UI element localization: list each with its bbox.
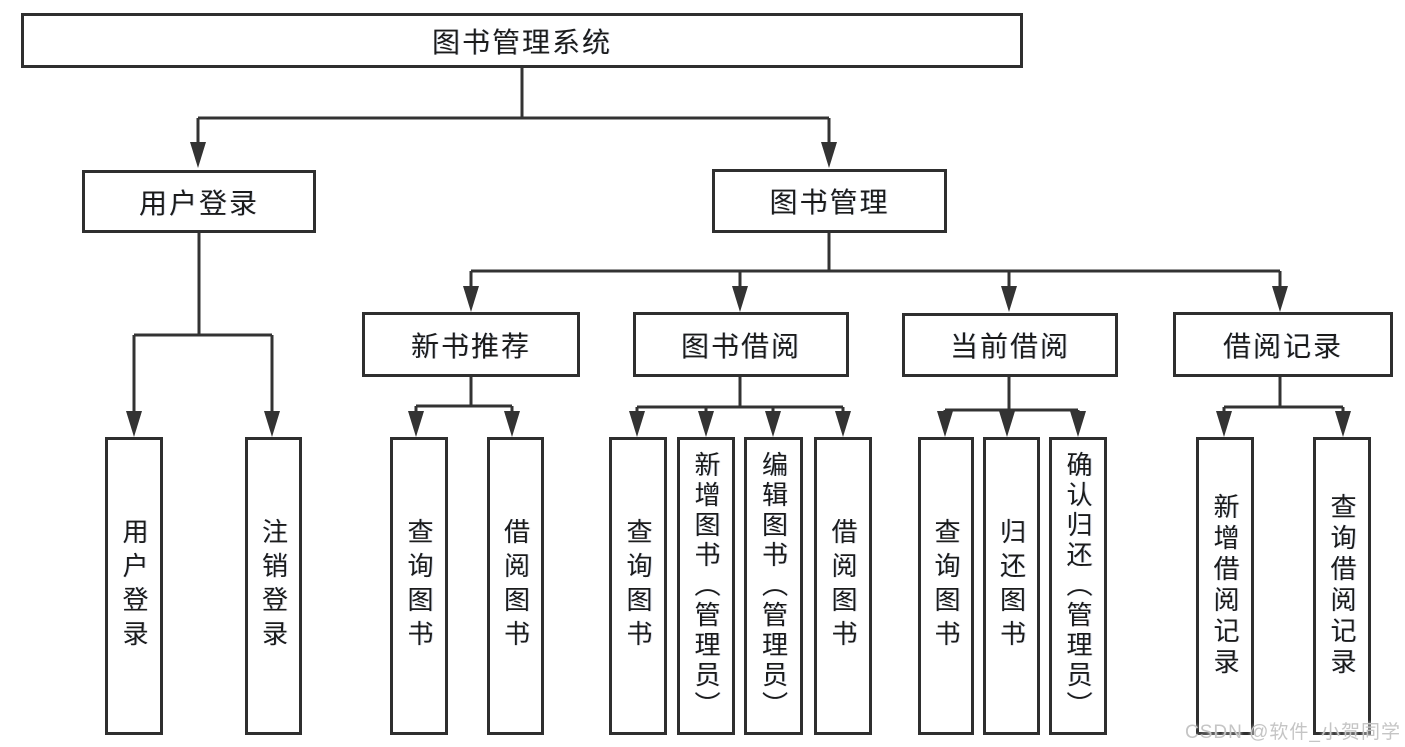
leaf-add-books-admin-label: 新增图书（管理员） [691, 451, 721, 721]
node-book-management-label: 图书管理 [769, 187, 890, 218]
leaf-edit-books-admin-label: 编辑图书（管理员） [758, 451, 789, 721]
leaf-edit-books-admin: 编辑图书（管理员） [744, 437, 803, 735]
node-current-borrowing: 当前借阅 [902, 313, 1118, 377]
leaf-query-books-recommend-label: 查询图书 [404, 518, 434, 654]
node-new-book-recommend-label: 新书推荐 [410, 330, 531, 362]
node-user-login: 用户登录 [82, 170, 316, 233]
arrowheads [126, 142, 1351, 437]
leaf-query-books-borrowing-label: 查询图书 [623, 518, 653, 654]
node-book-management: 图书管理 [712, 169, 947, 233]
leaf-confirm-return-admin-label: 确认归还（管理员） [1063, 451, 1093, 721]
leaf-borrow-books-label: 借阅图书 [828, 518, 858, 654]
csdn-watermark: CSDN @软件_小贺同学 [1185, 722, 1401, 743]
leaf-add-books-admin: 新增图书（管理员） [677, 437, 735, 735]
node-new-book-recommend: 新书推荐 [362, 312, 580, 377]
leaf-add-borrow-record: 新增借阅记录 [1196, 437, 1254, 735]
leaf-query-borrow-record: 查询借阅记录 [1313, 437, 1371, 735]
leaf-borrow-books: 借阅图书 [814, 437, 872, 735]
leaf-query-books-borrowing: 查询图书 [609, 437, 667, 735]
leaf-query-books-current: 查询图书 [918, 437, 974, 735]
leaf-borrow-books-recommend: 借阅图书 [487, 437, 544, 735]
node-borrowing-records: 借阅记录 [1173, 312, 1393, 377]
node-current-borrowing-label: 当前借阅 [949, 331, 1070, 362]
leaf-logout-label: 注销登录 [258, 518, 289, 654]
node-user-login-label: 用户登录 [138, 187, 259, 219]
node-library-system-label: 图书管理系统 [431, 26, 612, 58]
node-borrowing-records-label: 借阅记录 [1222, 330, 1343, 362]
leaf-query-borrow-record-label: 查询借阅记录 [1327, 493, 1357, 679]
node-book-borrowing: 图书借阅 [633, 312, 849, 377]
leaf-confirm-return-admin: 确认归还（管理员） [1049, 437, 1107, 735]
leaf-return-books: 归还图书 [983, 437, 1040, 735]
leaf-add-borrow-record-label: 新增借阅记录 [1210, 493, 1240, 679]
leaf-borrow-books-recommend-label: 借阅图书 [500, 518, 531, 654]
leaf-query-books-current-label: 查询图书 [931, 518, 961, 654]
leaf-return-books-label: 归还图书 [996, 518, 1027, 654]
leaf-query-books-recommend: 查询图书 [390, 437, 448, 735]
leaf-user-login-label: 用户登录 [119, 518, 149, 654]
node-book-borrowing-label: 图书借阅 [680, 330, 801, 362]
leaf-user-login: 用户登录 [105, 437, 163, 735]
node-library-system: 图书管理系统 [21, 13, 1023, 68]
leaf-logout: 注销登录 [245, 437, 302, 735]
